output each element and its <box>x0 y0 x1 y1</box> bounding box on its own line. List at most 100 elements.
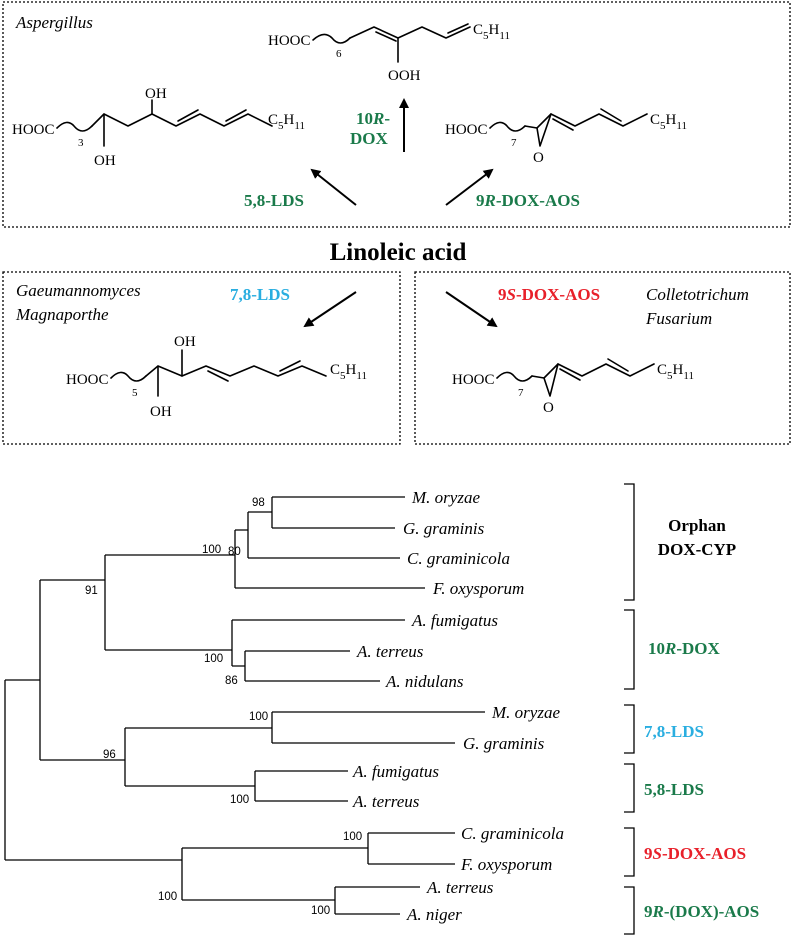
organism-magnaporthe: Magnaporthe <box>15 305 109 324</box>
arrow-9s-dox-aos <box>445 291 498 328</box>
lds78-panel: Gaeumannomyces Magnaporthe 7,8-LDS HOOC … <box>2 271 401 445</box>
organism-fusarium: Fusarium <box>645 309 712 328</box>
enzyme-10r-dox-label: 10R- <box>356 109 390 128</box>
bootstrap-label: 96 <box>103 749 116 761</box>
double-bond <box>207 370 229 382</box>
clade-bracket <box>624 827 635 877</box>
product-9s-allene-oxide: HOOC 7 O C5H11 <box>452 358 694 416</box>
repeat-subscript-5: 5 <box>132 387 138 399</box>
clade-brackets <box>624 483 635 935</box>
tree-branch <box>247 511 400 559</box>
leaf-label: M. oryzae <box>411 488 480 507</box>
c5h11-group: C5H11 <box>650 112 687 132</box>
aos9s-box <box>414 271 791 445</box>
chain-bond <box>110 371 147 382</box>
hooc-label: HOOC <box>268 33 311 49</box>
oh-label: OH <box>94 153 116 169</box>
clade-bracket <box>624 763 635 813</box>
aspergillus-organism-label: Aspergillus <box>15 13 93 32</box>
repeat-subscript-3: 3 <box>78 137 84 149</box>
oh-label: OH <box>174 334 196 350</box>
bootstrap-label: 80 <box>228 546 241 558</box>
arrow-78-lds <box>303 291 357 328</box>
leaf-label: A. fumigatus <box>352 762 439 781</box>
clade-orphan-label: Orphan <box>668 516 726 535</box>
chain-bond <box>91 113 273 127</box>
double-bond <box>600 108 622 122</box>
aspergillus-panel: Aspergillus HOOC 6 OOH C5H11 HOOC 3 OH <box>2 1 791 228</box>
ooh-label: OOH <box>388 68 421 84</box>
leaf-label: F. oxysporum <box>460 855 552 874</box>
tree-branch <box>231 619 405 667</box>
svg-text:C5H11: C5H11 <box>650 112 687 132</box>
product-78-dihode: HOOC 5 OH OH C5H11 <box>66 334 367 420</box>
clade-9s-dox-aos-label: 9S-DOX-AOS <box>644 844 746 863</box>
tree-branch <box>4 679 182 861</box>
organism-colletotrichum: Colletotrichum <box>646 285 749 304</box>
product-9r-allene-oxide: HOOC 7 O C5H11 <box>445 108 687 166</box>
tree-branch <box>271 496 405 529</box>
double-bond <box>552 118 574 131</box>
aos9s-panel: Colletotrichum Fusarium 9S-DOX-AOS HOOC … <box>414 271 791 445</box>
double-bond <box>375 31 397 42</box>
clade-bracket <box>624 886 635 935</box>
linoleic-acid-label: Linoleic acid <box>330 239 467 266</box>
tree-branch <box>124 727 272 787</box>
tree-leaves: M. oryzae G. graminis C. graminicola F. … <box>352 488 564 924</box>
clade-bracket <box>624 483 635 601</box>
tree-branch <box>234 529 425 589</box>
arrow-9r-dox-aos <box>445 168 494 206</box>
clade-78-lds-label: 7,8-LDS <box>644 722 704 741</box>
organism-gaeumannomyces: Gaeumannomyces <box>16 281 141 300</box>
chain-bond <box>524 113 648 129</box>
bootstrap-label: 100 <box>343 831 362 843</box>
tree-branch <box>367 832 455 865</box>
tree-branch <box>254 770 348 802</box>
svg-text:C5H11: C5H11 <box>473 22 510 42</box>
aspergillus-box <box>2 1 791 228</box>
enzyme-9r-dox-aos-label: 9R-DOX-AOS <box>476 191 580 210</box>
chain-bond <box>56 121 93 132</box>
chain-bond <box>349 26 471 39</box>
chain-bond <box>531 363 655 379</box>
leaf-label: G. graminis <box>403 519 485 538</box>
repeat-subscript-7: 7 <box>511 137 517 149</box>
leaf-label: A. nidulans <box>385 672 464 691</box>
enzyme-78-lds-label: 7,8-LDS <box>230 285 290 304</box>
tree-branch <box>39 579 125 761</box>
chain-bond <box>312 33 351 44</box>
oh-label: OH <box>150 404 172 420</box>
c5h11-group: C5H11 <box>330 362 367 382</box>
svg-text:C5H11: C5H11 <box>657 362 694 382</box>
clade-9r-dox-aos-label: 9R-(DOX)-AOS <box>644 902 759 921</box>
bootstrap-label: 98 <box>252 497 265 509</box>
bootstrap-values: 98 80 100 91 100 86 100 96 100 100 100 1… <box>85 497 362 917</box>
svg-text:C5H11: C5H11 <box>330 362 367 382</box>
double-bond <box>225 109 247 122</box>
double-bond <box>279 360 301 372</box>
hooc-label: HOOC <box>452 372 495 388</box>
double-bond <box>607 358 629 372</box>
enzyme-9s-dox-aos-label: 9S-DOX-AOS <box>498 285 600 304</box>
leaf-label: G. graminis <box>463 734 545 753</box>
lds78-box <box>2 271 401 445</box>
enzyme-10r-dox-label-line2: DOX <box>350 129 389 148</box>
epoxide-ring <box>543 363 559 397</box>
leaf-label: C. graminicola <box>461 824 564 843</box>
double-bond <box>177 109 199 122</box>
bootstrap-label: 100 <box>202 544 221 556</box>
enzyme-58-lds-label: 5,8-LDS <box>244 191 304 210</box>
leaf-label: A. terreus <box>356 642 424 661</box>
clade-orphan-label-line2: DOX-CYP <box>658 540 736 559</box>
bootstrap-label: 100 <box>311 905 330 917</box>
leaf-label: M. oryzae <box>491 703 560 722</box>
leaf-label: C. graminicola <box>407 549 510 568</box>
leaf-label: F. oxysporum <box>432 579 524 598</box>
chain-bond <box>496 371 533 382</box>
bootstrap-label: 100 <box>158 891 177 903</box>
o-label: O <box>543 400 554 416</box>
bootstrap-label: 86 <box>225 675 238 687</box>
product-10-hpode: HOOC 6 OOH C5H11 <box>268 22 510 84</box>
tree-branch <box>334 886 420 915</box>
